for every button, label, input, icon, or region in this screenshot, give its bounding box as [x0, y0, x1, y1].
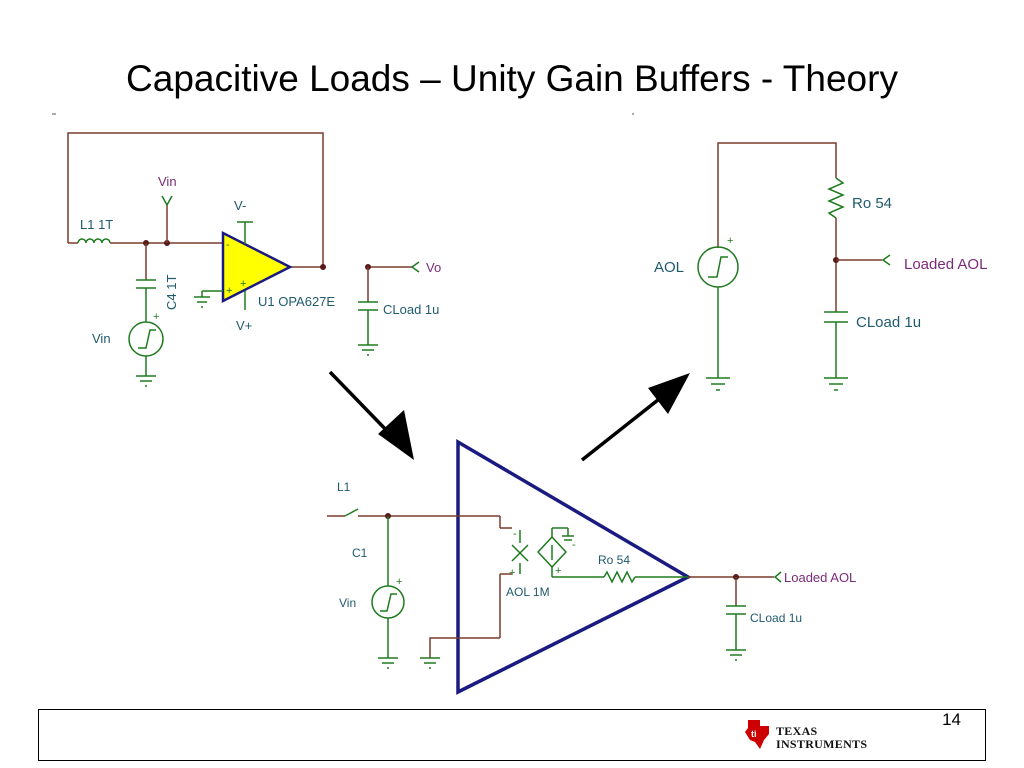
- opamp-label: U1 OPA627E: [258, 294, 335, 309]
- inductor-l1: [77, 238, 111, 244]
- svg-text:-: -: [572, 539, 576, 551]
- aol-source: [697, 246, 739, 288]
- vin-source-label: Vin: [92, 331, 111, 346]
- footer-bar: 14: [38, 709, 986, 761]
- page-number: 14: [942, 710, 961, 729]
- opamp-u1: [221, 230, 293, 304]
- arrow-up-right: [580, 390, 670, 462]
- svg-text:+: +: [153, 311, 159, 323]
- resistor-ro-bottom: [603, 570, 636, 584]
- vin-source: [128, 321, 164, 357]
- ti-state-icon: ti: [745, 720, 769, 749]
- svg-text:+: +: [396, 576, 402, 588]
- vin-bottom-label: Vin: [339, 596, 356, 610]
- slide-title: Capacitive Loads – Unity Gain Buffers - …: [126, 58, 898, 99]
- l1-bottom-label: L1: [337, 480, 351, 494]
- c1-label: C1: [352, 546, 368, 560]
- cload-top-left-label: CLoad 1u: [383, 302, 439, 317]
- svg-text:+: +: [240, 278, 246, 290]
- cload-bottom-label: CLoad 1u: [750, 611, 802, 625]
- l1-label: L1 1T: [80, 217, 113, 232]
- ti-logo-line1: TEXAS: [776, 724, 818, 738]
- svg-text:+: +: [509, 567, 515, 579]
- svg-text:+: +: [727, 235, 733, 247]
- resistor-ro: [827, 177, 845, 219]
- svg-text:+: +: [555, 565, 561, 577]
- circuit-top-left: Vin C4 1T + Vin - + + V- V+ U1 OPA627E: [67, 132, 441, 387]
- loaded-aol-label-bottom: Loaded AOL: [784, 570, 856, 585]
- c4-label: C4 1T: [164, 275, 179, 310]
- circuit-bottom: L1 C1 + Vin - + -: [327, 438, 856, 695]
- svg-text:-: -: [513, 528, 517, 540]
- loaded-aol-label-top: Loaded AOL: [904, 256, 987, 273]
- cload-top-right-label: CLoad 1u: [856, 314, 921, 331]
- ro-label-top: Ro 54: [852, 195, 892, 212]
- feedback-wire: [67, 132, 324, 267]
- texas-instruments-logo: ti TEXAS INSTRUMENTS: [742, 718, 872, 752]
- svg-text:ti: ti: [751, 729, 757, 739]
- ro-bottom-label: Ro 54: [598, 553, 630, 567]
- ti-logo-line2: INSTRUMENTS: [776, 737, 868, 751]
- svg-text:+: +: [226, 285, 232, 297]
- vin-node-label: Vin: [158, 174, 177, 189]
- aol-source-label: AOL: [654, 259, 684, 276]
- transition-arrows: [328, 370, 690, 462]
- circuit-top-right: Loaded AOL Ro 54 + AOL CLoad 1u: [654, 142, 987, 391]
- inductor-l1-bottom: [344, 508, 359, 517]
- vminus-label: V-: [234, 198, 246, 213]
- vo-label: Vo: [426, 260, 441, 275]
- arrow-down-right: [328, 370, 394, 438]
- vin-source-bottom: [371, 585, 405, 619]
- vplus-label: V+: [236, 318, 252, 333]
- svg-text:-: -: [226, 239, 230, 251]
- aol-1m-label: AOL 1M: [506, 585, 550, 599]
- opamp-model-triangle: [456, 438, 692, 695]
